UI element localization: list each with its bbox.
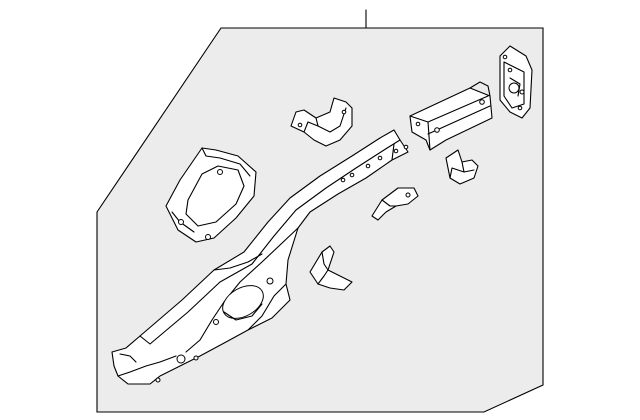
rear-rail-assembly bbox=[111, 129, 409, 385]
mounting-plate bbox=[499, 45, 533, 119]
reinforcement-channel bbox=[409, 81, 493, 151]
lower-bracket bbox=[309, 245, 353, 291]
upper-bracket bbox=[290, 97, 353, 147]
gusset-bracket bbox=[371, 187, 419, 221]
small-clip bbox=[445, 149, 479, 185]
wheelhouse-extension bbox=[165, 147, 257, 243]
